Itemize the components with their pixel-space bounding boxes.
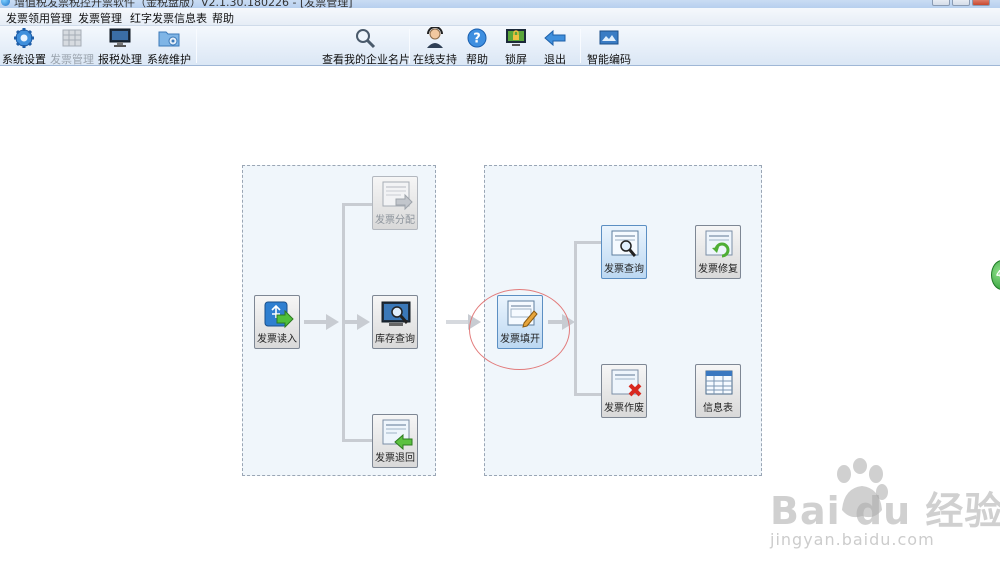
folder-gear-icon: [158, 31, 180, 47]
close-button[interactable]: [972, 0, 990, 6]
highlight-ring: [469, 289, 570, 370]
branch-connector: [342, 203, 372, 206]
branch-connector: [574, 241, 601, 244]
svg-text:?: ?: [473, 32, 481, 47]
invoice-management-button[interactable]: 发票管理: [50, 27, 94, 66]
minimize-button[interactable]: [932, 0, 950, 6]
invoice-distribute-node[interactable]: 发票分配: [372, 176, 418, 230]
invoice-repair-icon: [705, 230, 733, 258]
gear-icon: [14, 28, 34, 48]
invoice-read-node[interactable]: 发票读入: [254, 295, 300, 349]
flow-arrow: [304, 314, 339, 330]
app-logo-icon: [1, 0, 10, 6]
smart-coding-button[interactable]: 智能编码: [586, 27, 632, 66]
smart-coding-icon: [599, 30, 619, 45]
menu-help[interactable]: 帮助: [212, 12, 234, 25]
baidu-paw-watermark-icon: [837, 458, 888, 518]
window-title: 增值税发票税控开票软件（金税盘版）V2.1.30.180226 - [发票管理]: [14, 0, 353, 8]
invoice-void-node[interactable]: 发票作废: [601, 364, 647, 418]
branch-connector: [574, 241, 577, 396]
branch-connector: [342, 439, 372, 442]
menu-invoice-acquisition[interactable]: 发票领用管理: [6, 12, 72, 25]
lock-screen-button[interactable]: 锁屏: [500, 27, 532, 66]
invoice-return-icon: [382, 419, 413, 450]
system-settings-button[interactable]: 系统设置: [2, 27, 46, 66]
watermark-url: jingyan.baidu.com: [770, 530, 935, 549]
toolbar-separator: [580, 29, 581, 63]
invoice-return-node[interactable]: 发票退回: [372, 414, 418, 468]
menu-bar: 发票领用管理 发票管理 红字发票信息表 帮助: [0, 8, 1000, 26]
exit-button[interactable]: 退出: [540, 27, 570, 66]
menu-red-invoice-info[interactable]: 红字发票信息表: [130, 12, 207, 25]
branch-connector: [574, 393, 601, 396]
toolbar: 系统设置 发票管理 报税处理: [0, 26, 1000, 66]
flow-arrow: [345, 314, 370, 330]
toolbar-separator: [196, 29, 197, 63]
branch-connector: [342, 203, 345, 441]
support-person-icon: [427, 27, 443, 48]
baidu-jingyan-watermark: Bai du 经验: [770, 489, 1000, 533]
exit-arrow-icon: [544, 29, 566, 47]
title-bar: 增值税发票税控开票软件（金税盘版）V2.1.30.180226 - [发票管理]: [0, 0, 1000, 8]
system-maintenance-button[interactable]: 系统维护: [146, 27, 192, 66]
magnifier-icon: [356, 29, 376, 49]
usb-import-icon: [264, 301, 294, 329]
online-support-button[interactable]: 在线支持: [412, 27, 458, 66]
stock-query-monitor-icon: [381, 301, 411, 326]
invoice-grid-icon: [62, 29, 82, 47]
invoice-void-x-icon: [611, 369, 642, 397]
tax-filing-button[interactable]: 报税处理: [98, 27, 142, 66]
invoice-query-node[interactable]: 发票查询: [601, 225, 647, 279]
help-question-icon: ?: [467, 28, 487, 48]
floating-assistant-ball[interactable]: 44: [991, 260, 1000, 290]
toolbar-separator: [409, 29, 410, 63]
invoice-distribute-icon: [382, 181, 413, 211]
maximize-button[interactable]: [952, 0, 970, 6]
menu-invoice-management[interactable]: 发票管理: [78, 12, 122, 25]
invoice-query-magnifier-icon: [611, 230, 639, 257]
info-table-grid-icon: [705, 370, 733, 395]
info-table-node[interactable]: 信息表: [695, 364, 741, 418]
monitor-icon: [109, 28, 131, 47]
stock-query-node[interactable]: 库存查询: [372, 295, 418, 349]
help-button[interactable]: ? 帮助: [462, 27, 492, 66]
lock-screen-icon: [506, 29, 526, 46]
company-card-button[interactable]: 查看我的企业名片: [322, 27, 410, 66]
invoice-repair-node[interactable]: 发票修复: [695, 225, 741, 279]
